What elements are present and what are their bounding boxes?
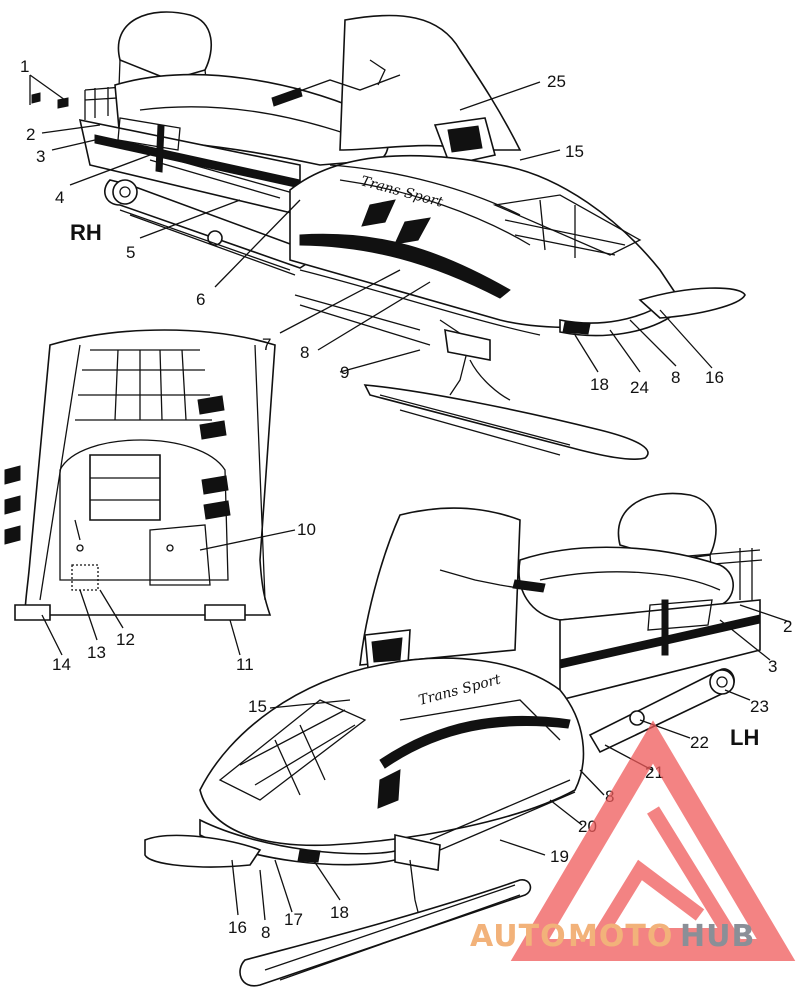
rh-callouts: 1 2 3 4 5 6 7 8 9 25 15 16 8 24 18 xyxy=(20,57,724,397)
callout-15: 15 xyxy=(565,142,584,161)
callout-12: 12 xyxy=(116,630,135,649)
callout-19: 19 xyxy=(550,847,569,866)
lh-callouts: 2 3 23 22 21 8 20 19 15 16 8 17 18 xyxy=(228,617,792,942)
watermark-text-moto: MOTO xyxy=(568,919,673,954)
callout-3-lh: 3 xyxy=(768,657,777,676)
callout-8-lh-b: 8 xyxy=(261,923,270,942)
hood-callouts: 10 11 12 13 14 xyxy=(52,520,316,674)
callout-15-lh: 15 xyxy=(248,697,267,716)
callout-10: 10 xyxy=(297,520,316,539)
callout-14: 14 xyxy=(52,655,71,674)
callout-8: 8 xyxy=(300,343,309,362)
callout-3: 3 xyxy=(36,147,45,166)
hood-view xyxy=(4,329,276,621)
callout-6: 6 xyxy=(196,290,205,309)
callout-16-lh: 16 xyxy=(228,918,247,937)
watermark-text-hub: HUB xyxy=(680,919,755,954)
callout-13: 13 xyxy=(87,643,106,662)
callout-25: 25 xyxy=(547,72,566,91)
callout-17: 17 xyxy=(284,910,303,929)
callout-24: 24 xyxy=(630,378,649,397)
callout-9: 9 xyxy=(340,363,349,382)
watermark-text-auto: AUTO xyxy=(470,919,567,954)
callout-16: 16 xyxy=(705,368,724,387)
callout-18-lh: 18 xyxy=(330,903,349,922)
callout-8b: 8 xyxy=(671,368,680,387)
callout-2-lh: 2 xyxy=(783,617,792,636)
callout-4: 4 xyxy=(55,188,64,207)
leader-lines xyxy=(29,74,791,921)
callout-7: 7 xyxy=(262,335,271,354)
callout-18: 18 xyxy=(590,375,609,394)
callout-2: 2 xyxy=(26,125,35,144)
rh-side-label: RH xyxy=(70,220,102,245)
callout-22: 22 xyxy=(690,733,709,752)
callout-5: 5 xyxy=(126,243,135,262)
watermark-logo xyxy=(510,720,796,961)
callout-11: 11 xyxy=(236,655,254,674)
rh-snowmobile xyxy=(78,11,746,460)
lh-side-label: LH xyxy=(730,725,759,750)
callout-23: 23 xyxy=(750,697,769,716)
callout-1: 1 xyxy=(20,57,29,76)
